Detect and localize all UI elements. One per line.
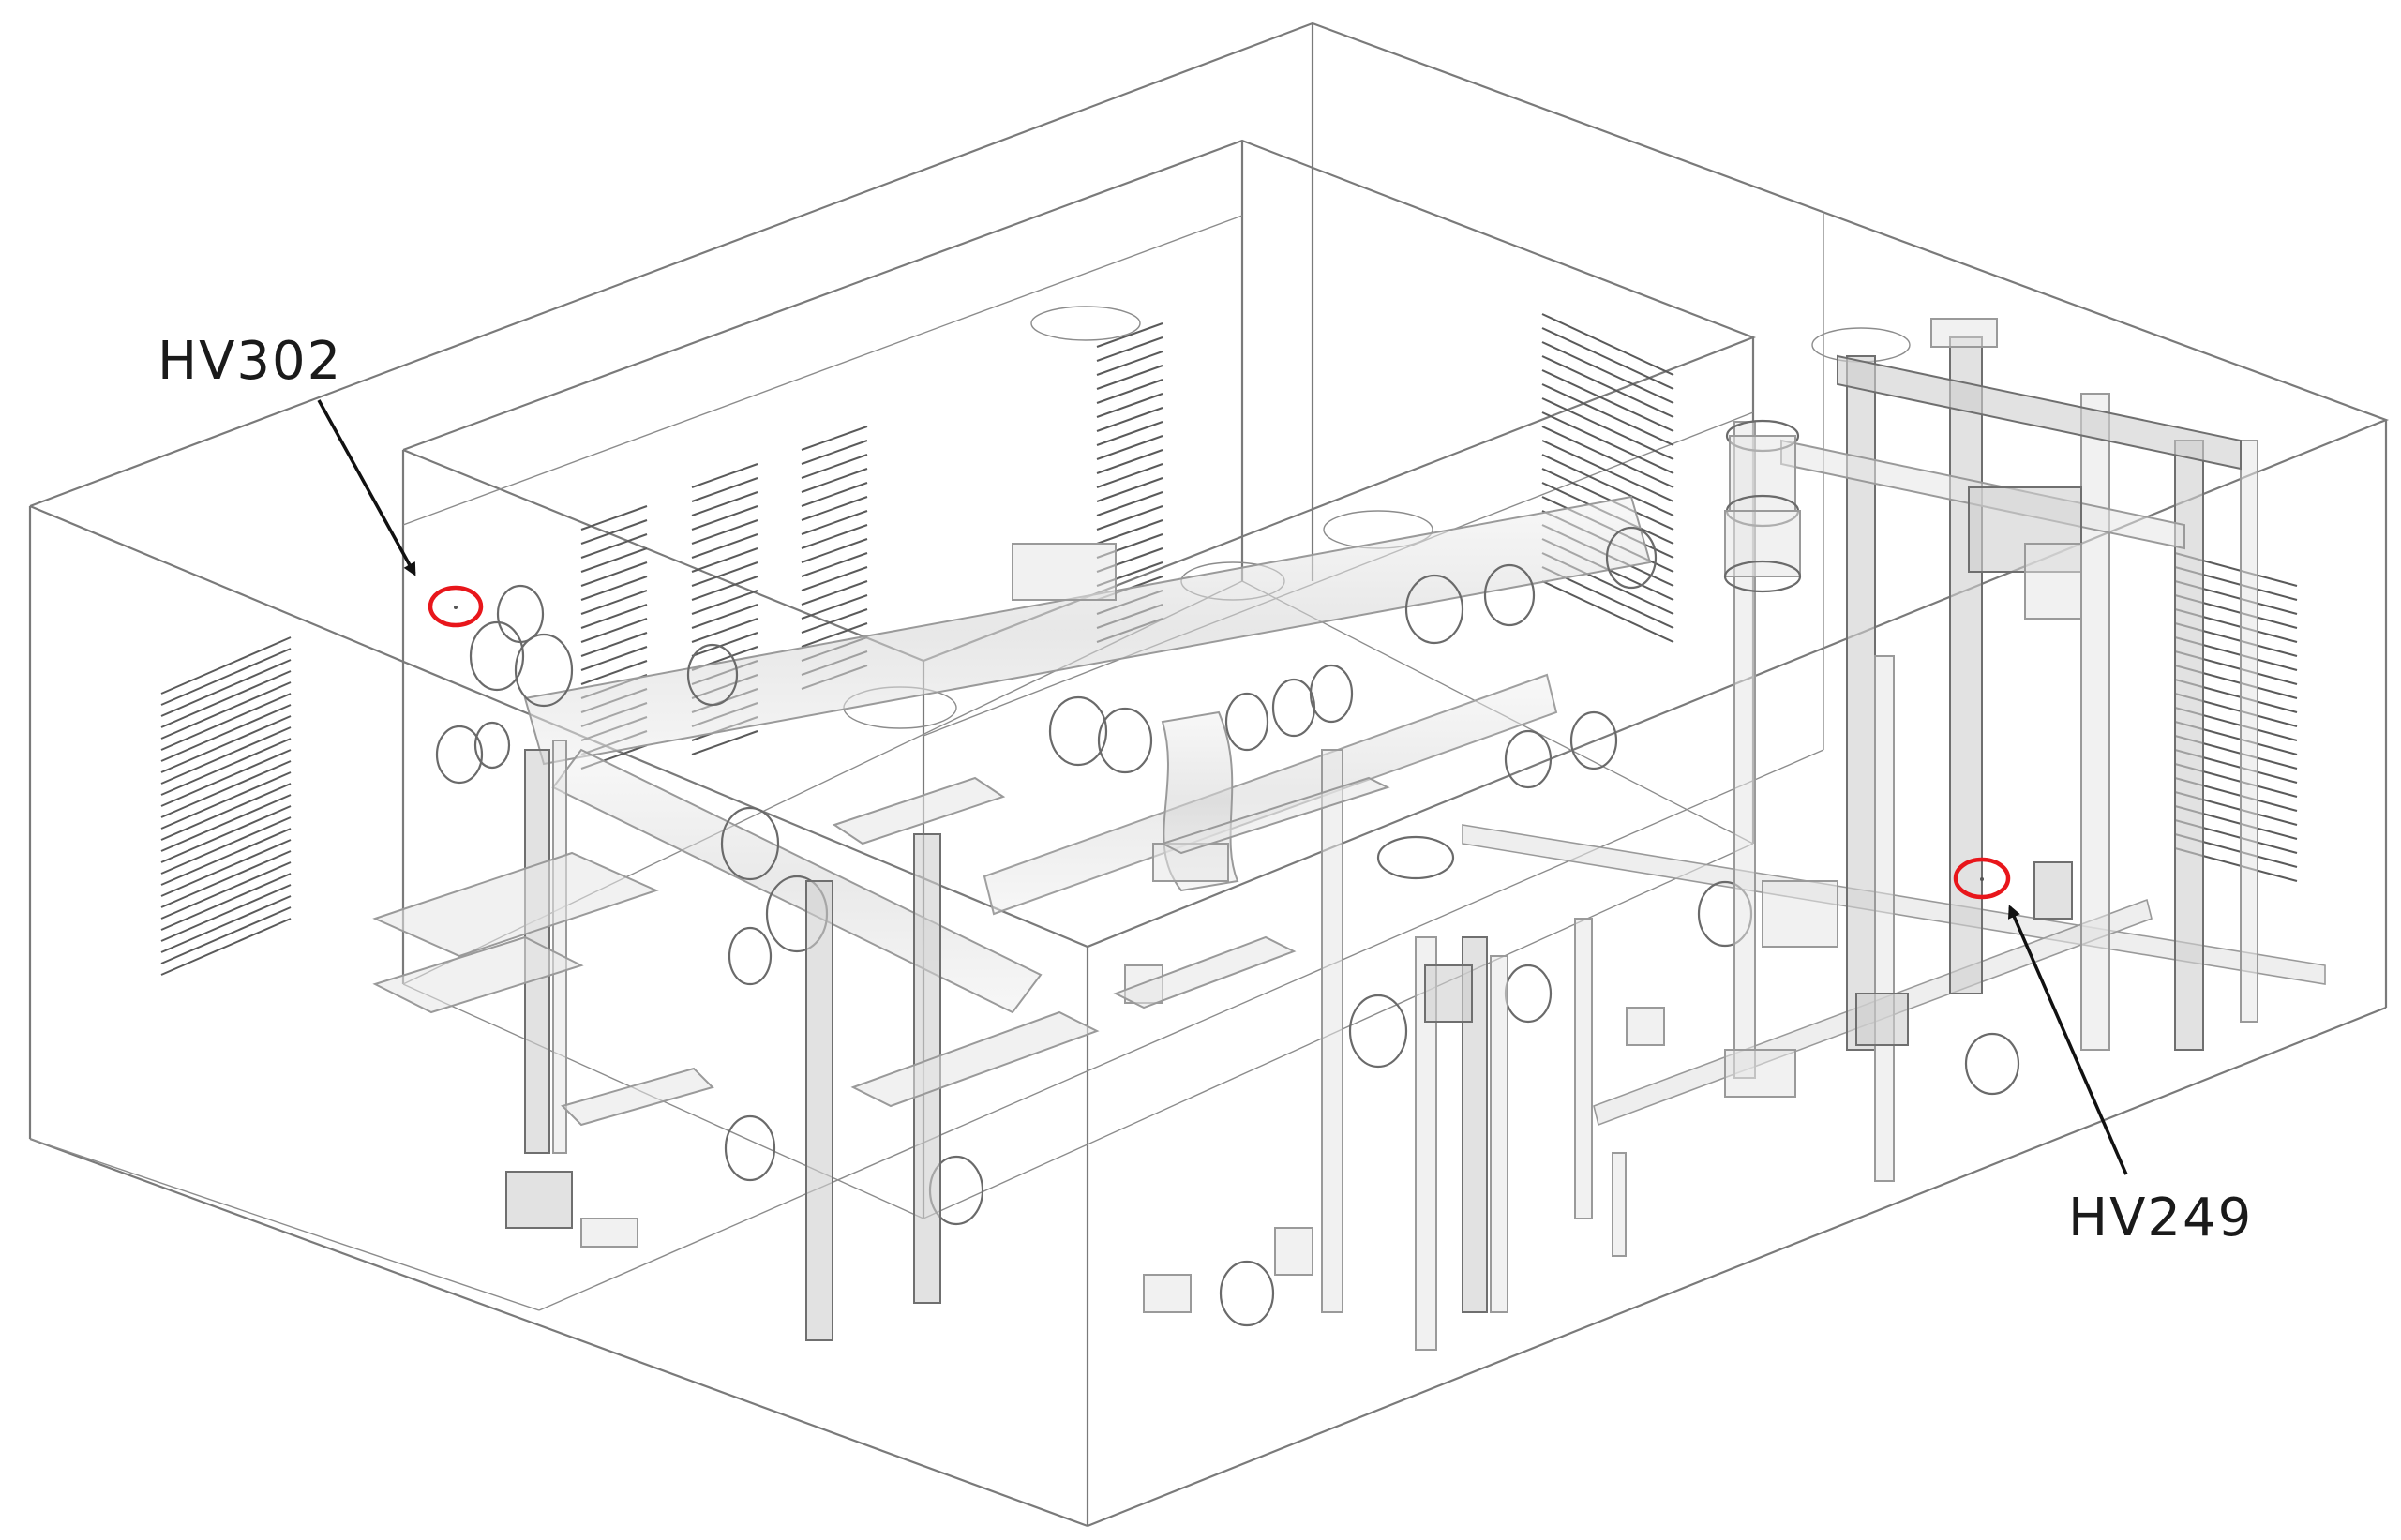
outer-building-box [28,22,2390,1528]
louver-right-back [1541,313,1674,643]
pipe-rings [435,526,2020,1327]
hv249-label: HV249 [2068,1188,2253,1248]
inner-room-box [401,139,1757,1219]
gantry-frame [1723,318,2242,620]
hv302-arrow [317,399,416,576]
louver-left-wall [160,636,292,976]
louver-back-wall-2 [691,463,758,755]
hv249-marker [1953,857,2011,900]
platforms [372,776,1390,1127]
hv302-label: HV302 [158,331,342,392]
equipment-blocks [505,543,2073,1313]
hv249-arrow [2007,905,2128,1175]
hv302-marker [428,585,484,628]
